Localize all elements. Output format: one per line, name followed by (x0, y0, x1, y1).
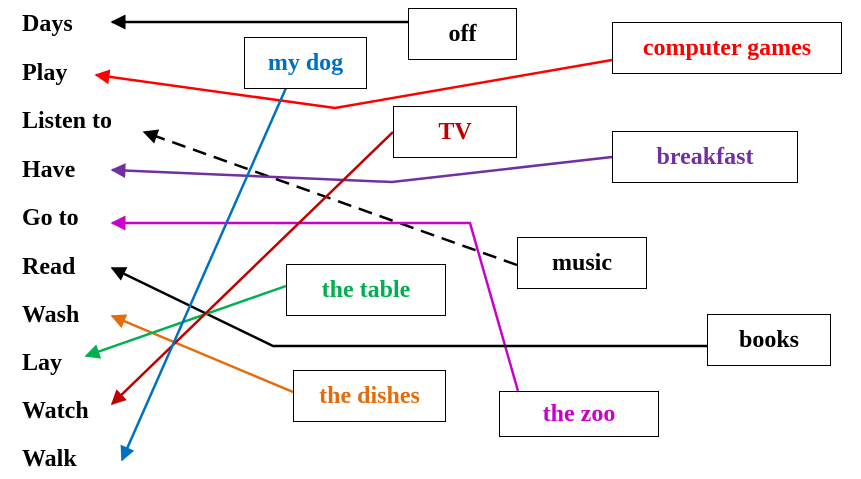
connector-tv-to-watch (110, 131, 394, 406)
box-tv: TV (393, 106, 517, 158)
verb-lay: Lay (22, 350, 63, 376)
connector-breakfast-to-have (110, 155, 613, 184)
box-the-dishes: the dishes (293, 370, 446, 422)
verb-read: Read (22, 254, 76, 280)
verb-wash: Wash (22, 302, 80, 328)
verb-listen-to: Listen to (22, 108, 112, 134)
box-music: music (517, 237, 647, 289)
connector-the-dishes-to-wash (110, 314, 294, 394)
connector-books-to-read (110, 266, 707, 348)
verb-play: Play (22, 60, 68, 86)
box-my-dog: my dog (244, 37, 367, 89)
box-breakfast: breakfast (612, 131, 798, 183)
box-the-table: the table (286, 264, 446, 316)
box-computer-games: computer games (612, 22, 842, 74)
box-the-zoo: the zoo (499, 391, 659, 437)
connector-my-dog-to-walk (120, 87, 288, 462)
verb-walk: Walk (22, 446, 77, 472)
connector-the-zoo-to-go-to (110, 215, 520, 392)
connector-the-table-to-lay (84, 284, 287, 359)
verb-go-to: Go to (22, 205, 79, 231)
verb-days: Days (22, 11, 73, 37)
box-books: books (707, 314, 831, 366)
connector-music-to-listen-to (142, 129, 518, 267)
verb-have: Have (22, 157, 76, 183)
verb-watch: Watch (22, 398, 89, 424)
box-off: off (408, 8, 517, 60)
connector-computer-games-to-play (94, 58, 613, 110)
